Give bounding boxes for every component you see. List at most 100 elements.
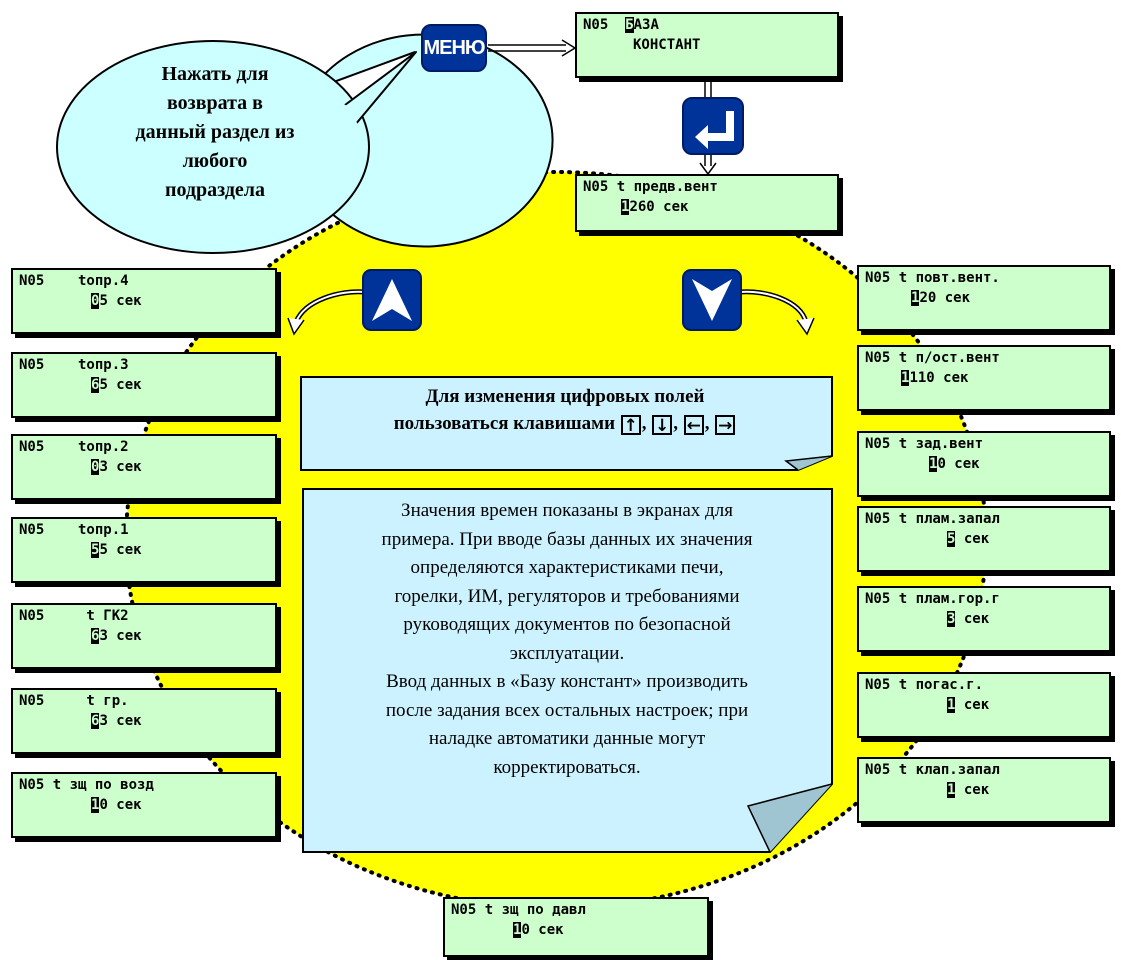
lcd-cursor: 6 [91, 713, 100, 729]
lcd-line2: 0 сек [99, 797, 142, 813]
lcd-screen-base: N05 БАЗА КОНСТАНТ [575, 12, 839, 78]
lcd-cursor: 6 [91, 377, 100, 393]
speech-bubble [298, 33, 554, 248]
lcd-screen-left: N05 tопр.2 03 сек [11, 434, 277, 500]
lcd-cursor: 1 [929, 456, 938, 472]
lcd-screen-left: N05 t зщ по возд 10 сек [11, 772, 277, 838]
lcd-cursor: 5 [947, 531, 956, 547]
lcd-line1: N05 t зщ по возд [19, 777, 154, 793]
lcd-screen-right: N05 t плам.запал 5 сек [857, 506, 1111, 572]
lcd-line1: N05 t ГК2 [19, 608, 129, 624]
enter-to-prevent-arrow [699, 152, 717, 176]
menu-to-base-arrow [488, 39, 577, 57]
bubble-line: любого [182, 150, 248, 172]
keys-note-line: Для изменения цифровых полей [425, 386, 705, 407]
main-note-line: после задания всех остальных настроек; п… [385, 699, 749, 721]
lcd-line2: 20 сек [919, 290, 971, 306]
keys-note-line: пользоваться клавишами [393, 413, 616, 434]
lcd-cursor: 0 [91, 293, 100, 309]
lcd-line2: 5 сек [99, 542, 142, 558]
lcd-line1: N05 t предв.вент [583, 179, 718, 195]
bubble-line: Нажать для [161, 63, 269, 85]
lcd-cursor: 1 [947, 697, 956, 713]
lcd-screen-right: N05 t повт.вент. 120 сек [857, 265, 1111, 331]
arrow-up-icon: ↑ [620, 415, 641, 435]
lcd-screen-left: N05 t гр. 63 сек [11, 688, 277, 754]
main-note-line: примера. При вводе базы данных их значен… [381, 528, 753, 550]
lcd-line2: 0 сек [937, 456, 980, 472]
lcd-line2: сек [955, 611, 990, 627]
arrow-right-icon: → [715, 415, 736, 435]
lcd-cursor: 0 [91, 459, 100, 475]
left-curved-arrow [287, 289, 366, 336]
lcd-line1-rest: АЗА [633, 17, 659, 33]
lcd-line1: N05 t погас.г. [865, 677, 984, 693]
lcd-screen-left: N05 t ГК2 63 сек [11, 603, 277, 669]
up-key-icon[interactable] [362, 269, 422, 331]
main-note-line: эксплуатации. [509, 642, 625, 664]
lcd-line2: сек [955, 782, 990, 798]
lcd-screen-left: N05 tопр.4 05 сек [11, 268, 277, 334]
bubble-line: возврата в [167, 92, 263, 114]
down-key-icon[interactable] [682, 269, 742, 331]
right-curved-arrow [739, 289, 815, 336]
lcd-cursor: 1 [901, 370, 910, 386]
main-note-line: Ввод данных в «Базу констант» производит… [386, 671, 748, 692]
lcd-cursor: 1 [621, 199, 630, 215]
lcd-screen-left: N05 tопр.3 65 сек [11, 352, 277, 418]
lcd-line2: 0 сек [521, 922, 564, 938]
lcd-line1: N05 t плам.запал [865, 511, 1000, 527]
lcd-line1: N05 tопр.1 [19, 522, 129, 538]
lcd-line1: N05 t повт.вент. [865, 270, 1000, 286]
lcd-line2: сек [955, 531, 990, 547]
lcd-screen-pre-vent: N05 t предв.вент 1260 сек [575, 174, 839, 232]
separator: , [704, 413, 710, 434]
lcd-line2: 3 сек [99, 713, 142, 729]
keys-note-text: Для изменения цифровых полей пользоватьс… [305, 383, 825, 437]
lcd-screen-left: N05 tопр.1 55 сек [11, 517, 277, 583]
menu-key-button[interactable]: МЕНЮ [421, 24, 487, 72]
lcd-line1: N05 t зад.вент [865, 436, 984, 452]
lcd-line1: N05 t гр. [19, 693, 129, 709]
lcd-screen-right: N05 t клап.запал 1 сек [857, 757, 1111, 823]
lcd-cursor: 1 [513, 922, 522, 938]
lcd-cursor: 6 [91, 628, 100, 644]
lcd-line1: N05 t клап.запал [865, 762, 1000, 778]
lcd-screen-right: N05 t погас.г. 1 сек [857, 672, 1111, 738]
menu-key-label: МЕНЮ [423, 37, 485, 59]
main-note-line: корректироваться. [493, 756, 641, 778]
lcd-cursor: 5 [91, 542, 100, 558]
lcd-screen-bottom: N05 t зщ по давл 10 сек [443, 897, 709, 957]
lcd-line1: N05 t зщ по давл [451, 902, 586, 918]
bubble-line: данный раздел из [135, 121, 295, 143]
lcd-line1: N05 tопр.3 [19, 357, 129, 373]
main-note-line: горелки, ИМ, регуляторов и требованиями [394, 585, 740, 607]
lcd-line2: 260 сек [629, 199, 689, 215]
lcd-line1: N05 t п/ост.вент [865, 350, 1000, 366]
lcd-line2: 5 сек [99, 293, 142, 309]
bubble-text: Нажать для возврата в данный раздел из л… [100, 60, 330, 205]
lcd-screen-right: N05 t зад.вент 10 сек [857, 431, 1111, 497]
lcd-line1: N05 tопр.4 [19, 273, 129, 289]
arrow-down-icon: ↓ [652, 415, 673, 435]
arrow-left-icon: ← [683, 415, 704, 435]
lcd-cursor: Б [625, 17, 634, 33]
main-note-line: Значения времен показаны в экранах для [401, 500, 733, 521]
lcd-line2: 3 сек [99, 628, 142, 644]
enter-key-icon[interactable] [682, 97, 744, 155]
lcd-cursor: 3 [947, 611, 956, 627]
bubble-line: подраздела [164, 179, 266, 201]
main-note-text: Значения времен показаны в экранах для п… [305, 497, 829, 782]
separator: , [673, 413, 679, 434]
lcd-line2: сек [955, 697, 990, 713]
lcd-line1: N05 tопр.2 [19, 439, 129, 455]
main-note-line: наладке автоматики данные могут [428, 728, 706, 749]
lcd-line1: N05 t плам.гор.г [865, 591, 1000, 607]
lcd-line1: N05 [583, 17, 626, 33]
main-note-line: определяются характеристиками печи, [410, 557, 724, 578]
lcd-cursor: 1 [911, 290, 920, 306]
lcd-cursor: 1 [91, 797, 100, 813]
lcd-screen-right: N05 t плам.гор.г 3 сек [857, 586, 1111, 652]
